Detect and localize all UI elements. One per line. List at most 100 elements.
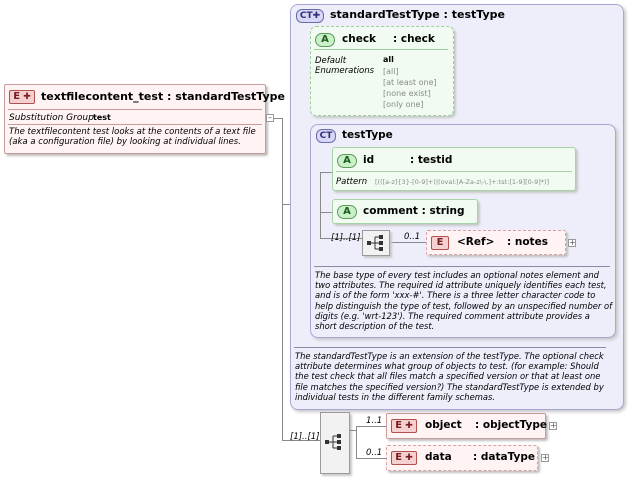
- notes-element-type: notes: [514, 236, 548, 248]
- id-attribute-box[interactable]: A id : testid Pattern [(([a-z]{3}-[0-9]+…: [332, 147, 576, 191]
- root-documentation: The textfilecontent test looks at the co…: [9, 127, 256, 147]
- data-element-box[interactable]: E ✚ data : dataType: [386, 445, 538, 471]
- complex-type-tag-label: CT: [319, 131, 333, 141]
- default-value: all: [383, 55, 394, 64]
- data-element-type: dataType: [480, 451, 535, 463]
- data-type-sep: :: [473, 451, 478, 463]
- standard-type-name: standardTestType: [330, 8, 440, 21]
- connector-line: [282, 204, 290, 205]
- object-element-box[interactable]: E ✚ object : objectType: [386, 413, 547, 439]
- element-tag-label: E: [13, 91, 21, 102]
- divider: [336, 171, 572, 172]
- divider: [8, 109, 262, 110]
- id-attribute-type-wrap: : testid: [410, 154, 452, 166]
- default-label: Default: [315, 56, 347, 66]
- pattern-label: Pattern: [336, 177, 368, 187]
- attribute-tag-label: A: [321, 34, 329, 45]
- connector-line: [320, 212, 332, 213]
- comment-attribute-title: comment : string: [363, 205, 465, 217]
- check-type-sep: :: [393, 33, 398, 45]
- object-type-sep: :: [475, 419, 480, 431]
- comment-attribute-name: comment: [363, 205, 418, 217]
- id-attribute-name: id: [363, 154, 375, 166]
- enumerations-label: Enumerations: [315, 66, 375, 76]
- sequence-icon: [325, 434, 341, 450]
- root-type-sep: :: [167, 90, 172, 103]
- data-element-type-wrap: : dataType: [473, 451, 535, 463]
- standard-type-sep: :: [443, 8, 448, 21]
- connector-line: [320, 172, 321, 238]
- test-type-documentation: The base type of every test includes an …: [315, 270, 613, 332]
- notes-type-sep: :: [507, 236, 512, 248]
- root-element-box[interactable]: E ✚ textfilecontent_test : standardTestT…: [4, 84, 285, 154]
- divider: [314, 266, 610, 267]
- connector-line: [356, 426, 357, 458]
- complex-type-tag-icon: CT✚: [296, 9, 324, 23]
- id-type-sep: :: [410, 154, 415, 166]
- object-element-type-wrap: : objectType: [475, 419, 547, 431]
- element-tag-label: E: [436, 237, 444, 248]
- substitution-group-label: Substitution Group: [9, 113, 94, 123]
- notes-element-type-wrap: : notes: [507, 236, 548, 248]
- data-element-name: data: [425, 451, 452, 463]
- check-attribute-box[interactable]: A check : check Default Enumerations all…: [310, 26, 454, 116]
- attribute-tag-label: A: [343, 206, 351, 217]
- element-tag-label: E: [395, 420, 403, 431]
- complex-type-tag-icon: CT: [316, 129, 336, 143]
- sequence-cardinality: [1]..[1]: [331, 233, 361, 243]
- notes-element-name: <Ref>: [457, 236, 495, 248]
- notes-cardinality: 0..1: [404, 232, 421, 242]
- divider: [8, 124, 262, 125]
- connector-line: [350, 430, 356, 431]
- connector-line: [390, 242, 426, 243]
- collapse-toggle-icon[interactable]: –: [266, 113, 274, 122]
- root-element-type: standardTestType: [175, 90, 285, 103]
- sequence-icon: [367, 235, 383, 251]
- connector-line: [320, 238, 362, 239]
- outer-sequence-compositor-icon[interactable]: [320, 412, 350, 474]
- object-element-type: objectType: [482, 419, 547, 431]
- pattern-value: [(([a-z]{3}-[0-9]+)|(oval:[A-Za-z\-\.]+:…: [375, 178, 550, 186]
- connector-line: [282, 118, 283, 440]
- id-attribute-type: testid: [417, 154, 453, 166]
- connector-line: [274, 118, 282, 119]
- element-tag-icon: E ✚: [391, 451, 417, 465]
- object-cardinality: 1..1: [366, 416, 383, 426]
- substitution-group-value: test: [93, 113, 111, 122]
- connector-line: [356, 426, 386, 427]
- connector-line: [356, 458, 386, 459]
- connector-line: [320, 172, 332, 173]
- root-element-title: textfilecontent_test : standardTestType: [41, 90, 285, 103]
- check-attribute-type-wrap: : check: [393, 33, 435, 45]
- divider: [314, 49, 448, 50]
- expand-toggle-icon[interactable]: +: [541, 453, 549, 462]
- attribute-tag-icon: A: [337, 205, 357, 219]
- notes-element-box[interactable]: E <Ref> : notes: [426, 230, 566, 255]
- element-tag-icon: E ✚: [391, 419, 417, 433]
- enum-item: [only one]: [383, 100, 424, 109]
- data-cardinality: 0..1: [366, 448, 383, 458]
- enum-item: [at least one]: [383, 78, 437, 87]
- check-attribute-name: check: [342, 33, 377, 45]
- enum-item: [none exist]: [383, 89, 431, 98]
- expand-toggle-icon[interactable]: +: [568, 238, 576, 247]
- element-tag-label: E: [395, 452, 403, 463]
- standard-type-title: standardTestType : testType: [330, 8, 505, 21]
- expand-toggle-icon[interactable]: +: [549, 421, 557, 430]
- comment-attribute-type: string: [429, 205, 465, 217]
- connector-line: [282, 440, 320, 441]
- attribute-tag-icon: A: [337, 154, 357, 168]
- attribute-tag-icon: A: [315, 33, 335, 47]
- root-element-name: textfilecontent_test: [41, 90, 164, 103]
- standard-type-documentation: The standardTestType is an extension of …: [295, 351, 604, 402]
- attribute-tag-label: A: [343, 155, 351, 166]
- outer-sequence-cardinality: [1]..[1]: [290, 432, 320, 442]
- comment-type-sep: :: [421, 205, 426, 217]
- element-tag-icon: E: [431, 236, 449, 250]
- comment-attribute-box[interactable]: A comment : string: [332, 199, 478, 224]
- enumerations-list: [all] [at least one] [none exist] [only …: [383, 66, 437, 110]
- standard-base-type: testType: [451, 8, 505, 21]
- sequence-compositor-icon[interactable]: [362, 230, 390, 256]
- element-tag-icon: E ✚: [9, 90, 35, 104]
- enum-item: [all]: [383, 67, 399, 76]
